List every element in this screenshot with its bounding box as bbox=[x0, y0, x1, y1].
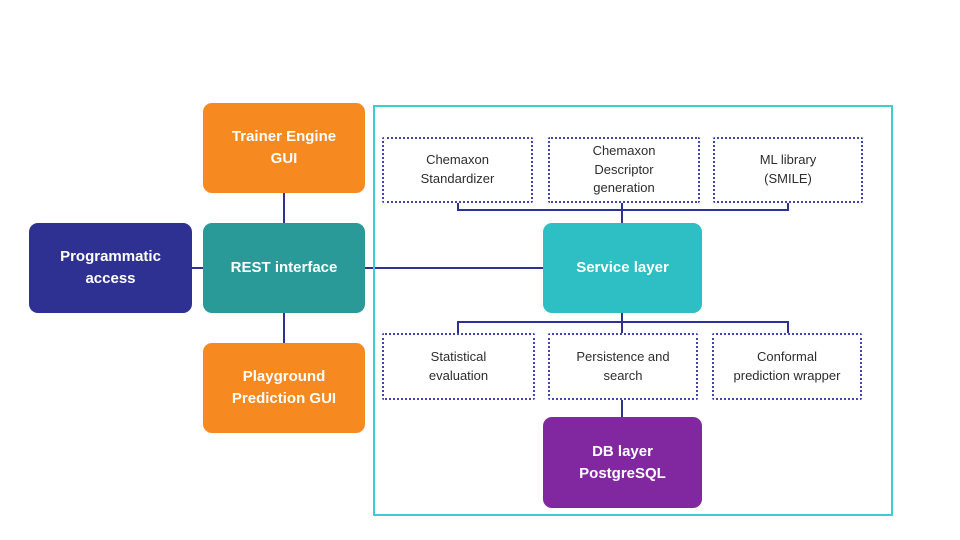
connector-rest-to-playground bbox=[283, 313, 285, 343]
connector-service-to-bottom-bus bbox=[621, 313, 623, 333]
connector-conformal-stub bbox=[787, 321, 789, 333]
connector-rest-to-service bbox=[365, 267, 543, 269]
connector-top-bus bbox=[457, 209, 789, 211]
connector-statistical-stub bbox=[457, 321, 459, 333]
service-container-frame bbox=[373, 105, 893, 516]
node-db-layer-postgresql: DB layer PostgreSQL bbox=[543, 417, 702, 508]
node-trainer-engine-gui: Trainer Engine GUI bbox=[203, 103, 365, 193]
node-chemaxon-standardizer: Chemaxon Standardizer bbox=[382, 137, 533, 203]
connector-standardizer-stub bbox=[457, 203, 459, 211]
connector-descriptor-to-service bbox=[621, 203, 623, 223]
connector-mllibrary-stub bbox=[787, 203, 789, 211]
node-programmatic-access: Programmatic access bbox=[29, 223, 192, 313]
node-chemaxon-descriptor-generation: Chemaxon Descriptor generation bbox=[548, 137, 700, 203]
node-playground-prediction-gui: Playground Prediction GUI bbox=[203, 343, 365, 433]
node-statistical-evaluation: Statistical evaluation bbox=[382, 333, 535, 400]
connector-bottom-bus bbox=[457, 321, 789, 323]
node-service-layer: Service layer bbox=[543, 223, 702, 313]
connector-persistence-to-db bbox=[621, 400, 623, 417]
node-ml-library-smile: ML library (SMILE) bbox=[713, 137, 863, 203]
node-persistence-and-search: Persistence and search bbox=[548, 333, 698, 400]
node-conformal-prediction-wrapper: Conformal prediction wrapper bbox=[712, 333, 862, 400]
node-rest-interface: REST interface bbox=[203, 223, 365, 313]
connector-trainer-to-rest bbox=[283, 193, 285, 223]
connector-programmatic-to-rest bbox=[192, 267, 203, 269]
